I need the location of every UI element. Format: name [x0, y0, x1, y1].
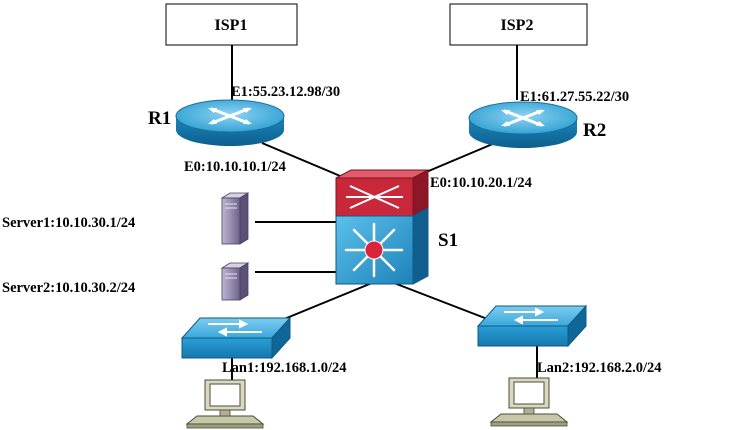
server2: Server2:10.10.30.2/24: [2, 262, 250, 301]
isp2-label: ISP2: [501, 17, 534, 34]
lan1-switch: Lan1:192.168.1.0/24: [180, 316, 346, 376]
r2-e1-label: E1:61.27.55.22/30: [520, 89, 629, 105]
isp1-box: [165, 3, 298, 46]
multilayer-switch-icon: [335, 169, 429, 285]
server-icon: [220, 192, 250, 245]
isp2-cloud: ISP2: [449, 3, 588, 46]
lan2-label: Lan2:192.168.2.0/24: [537, 360, 661, 376]
lan1-label: Lan1:192.168.1.0/24: [222, 360, 346, 376]
server1: Server1:10.10.30.1/24: [2, 192, 250, 245]
switch-icon: [476, 304, 588, 348]
router-icon: [468, 101, 578, 148]
links: [231, 44, 538, 380]
r1-e1-label: E1:55.23.12.98/30: [231, 84, 340, 100]
lan1-pc: [185, 379, 265, 429]
router-r1: R1: [148, 99, 285, 146]
r2-label: R2: [583, 120, 606, 141]
lan2-pc: [489, 377, 569, 427]
link-s1-lan2: [393, 282, 491, 321]
s1-label: S1: [438, 230, 458, 251]
switch-s1: S1: [335, 169, 458, 285]
r1-label: R1: [148, 108, 171, 129]
link-s1-lan1: [271, 282, 373, 325]
switch-icon: [180, 316, 292, 360]
r1-e0-label: E0:10.10.10.1/24: [184, 159, 286, 175]
router-r2: R2: [468, 101, 606, 148]
server1-label: Server1:10.10.30.1/24: [2, 215, 135, 231]
link-r1-s1: [261, 142, 346, 179]
lan2-switch: Lan2:192.168.2.0/24: [476, 304, 661, 376]
r2-e0-label: E0:10.10.20.1/24: [430, 175, 532, 191]
router-icon: [175, 99, 285, 146]
isp2-box: [449, 3, 588, 46]
server2-label: Server2:10.10.30.2/24: [2, 280, 135, 296]
isp1-cloud: ISP1: [165, 3, 298, 46]
server-icon: [220, 262, 250, 301]
pc-icon: [489, 377, 569, 427]
pc-icon: [185, 379, 265, 429]
isp1-label: ISP1: [215, 17, 248, 34]
